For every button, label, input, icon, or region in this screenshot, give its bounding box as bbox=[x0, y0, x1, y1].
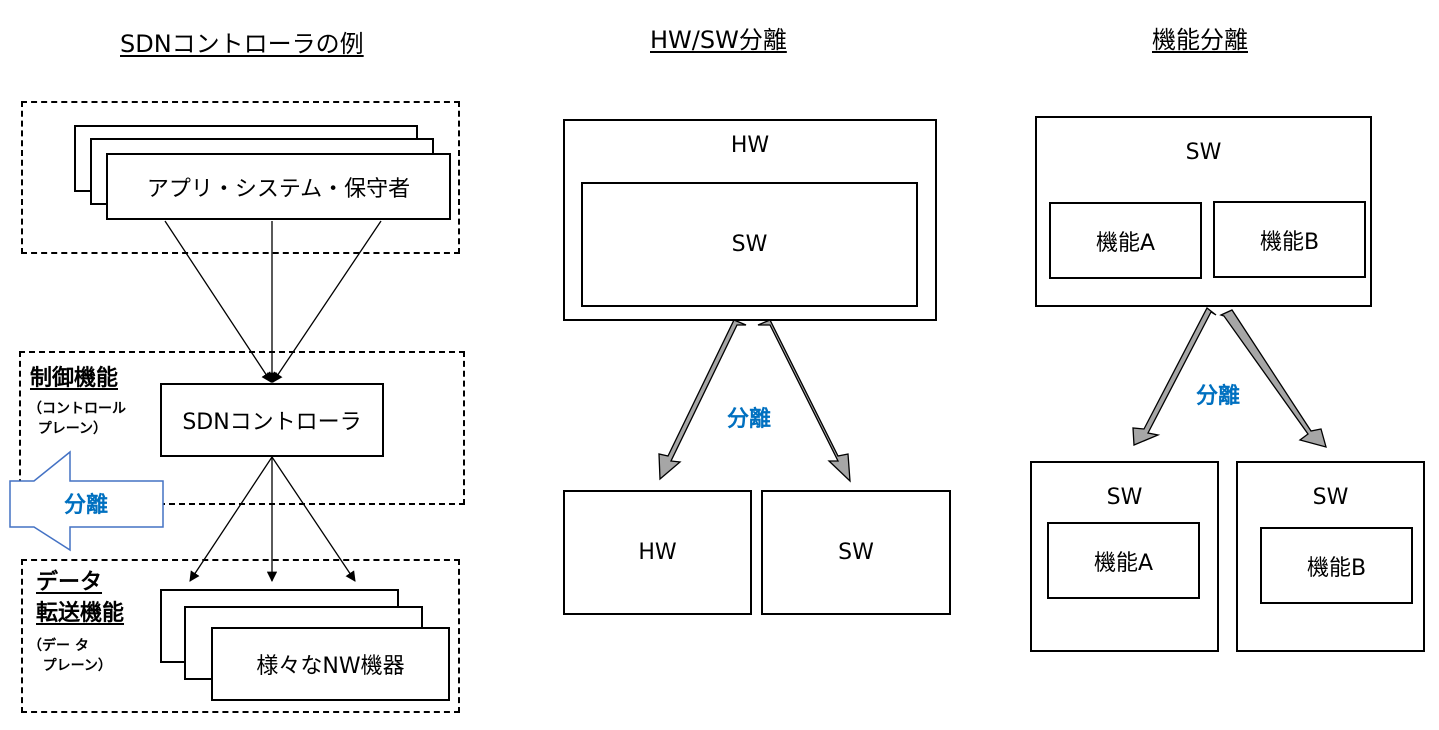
apps-to-controller-line-right bbox=[272, 220, 382, 383]
sdn-controller-label: SDNコントローラ bbox=[182, 410, 362, 435]
func-a-label: 機能A bbox=[1095, 230, 1156, 256]
sw-result-box: SW bbox=[761, 490, 951, 615]
left-func-label: 機能A bbox=[1093, 550, 1154, 576]
sdn-title: SDNコントローラの例 bbox=[120, 30, 364, 58]
control-plane-subtitle: （コントロール プレーン） bbox=[28, 401, 126, 437]
right-func-box: 機能B bbox=[1260, 527, 1413, 604]
hwsw-split-arrow-left bbox=[658, 319, 747, 481]
control-plane-region bbox=[19, 351, 465, 505]
apps-region bbox=[21, 101, 460, 254]
control-plane-title: 制御機能 bbox=[30, 366, 119, 391]
hwsw-split-arrow-right bbox=[757, 319, 851, 483]
separation-callout-label: 分離 bbox=[64, 492, 108, 518]
right-sw-label: SW bbox=[1312, 485, 1349, 510]
left-func-box: 機能A bbox=[1047, 522, 1200, 599]
separation-callout-arrow bbox=[9, 450, 164, 552]
controller-to-devices-line-left bbox=[189, 456, 273, 582]
func-b-label: 機能B bbox=[1259, 229, 1320, 255]
hw-result-label: HW bbox=[638, 540, 677, 565]
data-plane-region bbox=[21, 559, 460, 713]
func-outer-label: SW bbox=[1185, 140, 1222, 165]
hw-result-box: HW bbox=[563, 490, 752, 615]
apps-box: アプリ・システム・保守者 bbox=[106, 153, 451, 220]
func-title: 機能分離 bbox=[1152, 26, 1248, 54]
func-b-box: 機能B bbox=[1213, 201, 1366, 278]
hwsw-title: HW/SW分離 bbox=[650, 26, 787, 54]
devices-box: 様々なNW機器 bbox=[211, 627, 450, 701]
data-plane-title-2: 転送機能 bbox=[36, 601, 125, 626]
func-split-arrow-right bbox=[1219, 309, 1327, 448]
devices-label: 様々なNW機器 bbox=[256, 654, 405, 679]
sdn-controller-box: SDNコントローラ bbox=[160, 383, 384, 457]
data-plane-title-1: データ bbox=[36, 570, 103, 595]
func-separation-label: 分離 bbox=[1196, 384, 1241, 409]
sw-result-label: SW bbox=[838, 540, 874, 565]
func-split-arrow-left bbox=[1132, 307, 1217, 446]
sw-inner-box: SW bbox=[581, 182, 918, 307]
hwsw-separation-label: 分離 bbox=[727, 407, 772, 432]
data-plane-subtitle: （デー タ プレーン） bbox=[28, 638, 112, 674]
right-func-label: 機能B bbox=[1306, 555, 1367, 581]
apps-label: アプリ・システム・保守者 bbox=[146, 176, 411, 202]
left-sw-label: SW bbox=[1106, 485, 1143, 510]
controller-to-devices-line-right bbox=[271, 456, 356, 582]
apps-to-controller-line-left bbox=[164, 220, 272, 383]
hw-outer-label: HW bbox=[730, 133, 770, 158]
func-a-box: 機能A bbox=[1049, 202, 1202, 279]
sw-inner-label: SW bbox=[731, 232, 768, 257]
